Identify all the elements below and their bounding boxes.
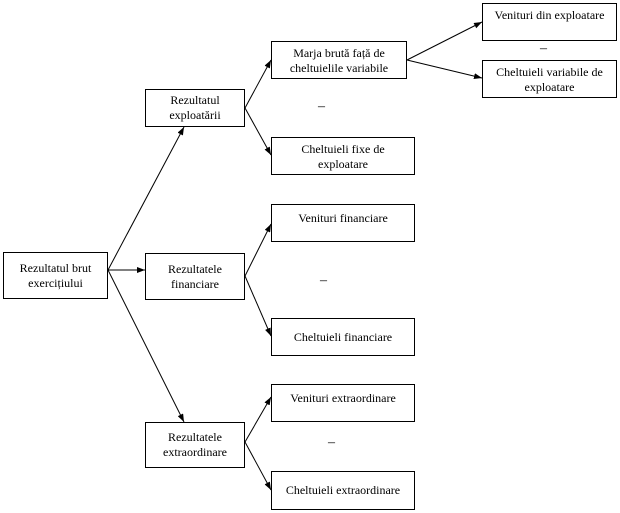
node-cheltuieli-financiare: Cheltuieli financiare <box>271 318 415 356</box>
minus-operator-exploatare: – <box>318 99 325 114</box>
minus-operator-marja: – <box>540 41 547 56</box>
minus-operator-financiare: – <box>320 273 327 288</box>
node-rezultatul-brut: Rezultatul brut exercițiului <box>3 252 108 299</box>
arrow-extraordinare-to-venituri <box>244 396 272 443</box>
node-marja-bruta: Marja brută față de cheltuielile variabi… <box>271 41 407 79</box>
arrow-root-to-exploatare <box>107 126 185 271</box>
arrow-exploatare-to-marja <box>244 59 272 109</box>
arrow-extraordinare-to-cheltuieli <box>244 441 272 491</box>
node-rezultatele-extraordinare: Rezultatele extraordinare <box>145 422 245 468</box>
node-venituri-financiare: Venituri financiare <box>271 204 415 242</box>
node-venituri-din-exploatare: Venituri din exploatare <box>482 3 617 41</box>
arrow-exploatare-to-cheltuieli-fixe <box>244 107 272 156</box>
node-cheltuieli-fixe-exploatare: Cheltuieli fixe de exploatare <box>271 137 415 175</box>
node-cheltuieli-variabile-exploatare: Cheltuieli variabile de exploatare <box>482 60 617 98</box>
node-venituri-extraordinare: Venituri extraordinare <box>271 384 415 422</box>
arrow-marja-to-cheltuieli-variabile <box>406 59 483 80</box>
node-rezultatele-financiare: Rezultatele financiare <box>145 253 245 300</box>
node-rezultatul-exploatarii: Rezultatul exploatării <box>145 89 245 127</box>
arrow-marja-to-venituri-exploatare <box>406 21 483 61</box>
node-cheltuieli-extraordinare: Cheltuieli extraordinare <box>271 471 415 510</box>
arrow-financiare-to-cheltuieli <box>244 275 272 337</box>
arrow-root-to-extraordinare <box>107 269 185 423</box>
minus-operator-extraordinare: – <box>328 435 335 450</box>
arrow-financiare-to-venituri <box>244 223 272 277</box>
